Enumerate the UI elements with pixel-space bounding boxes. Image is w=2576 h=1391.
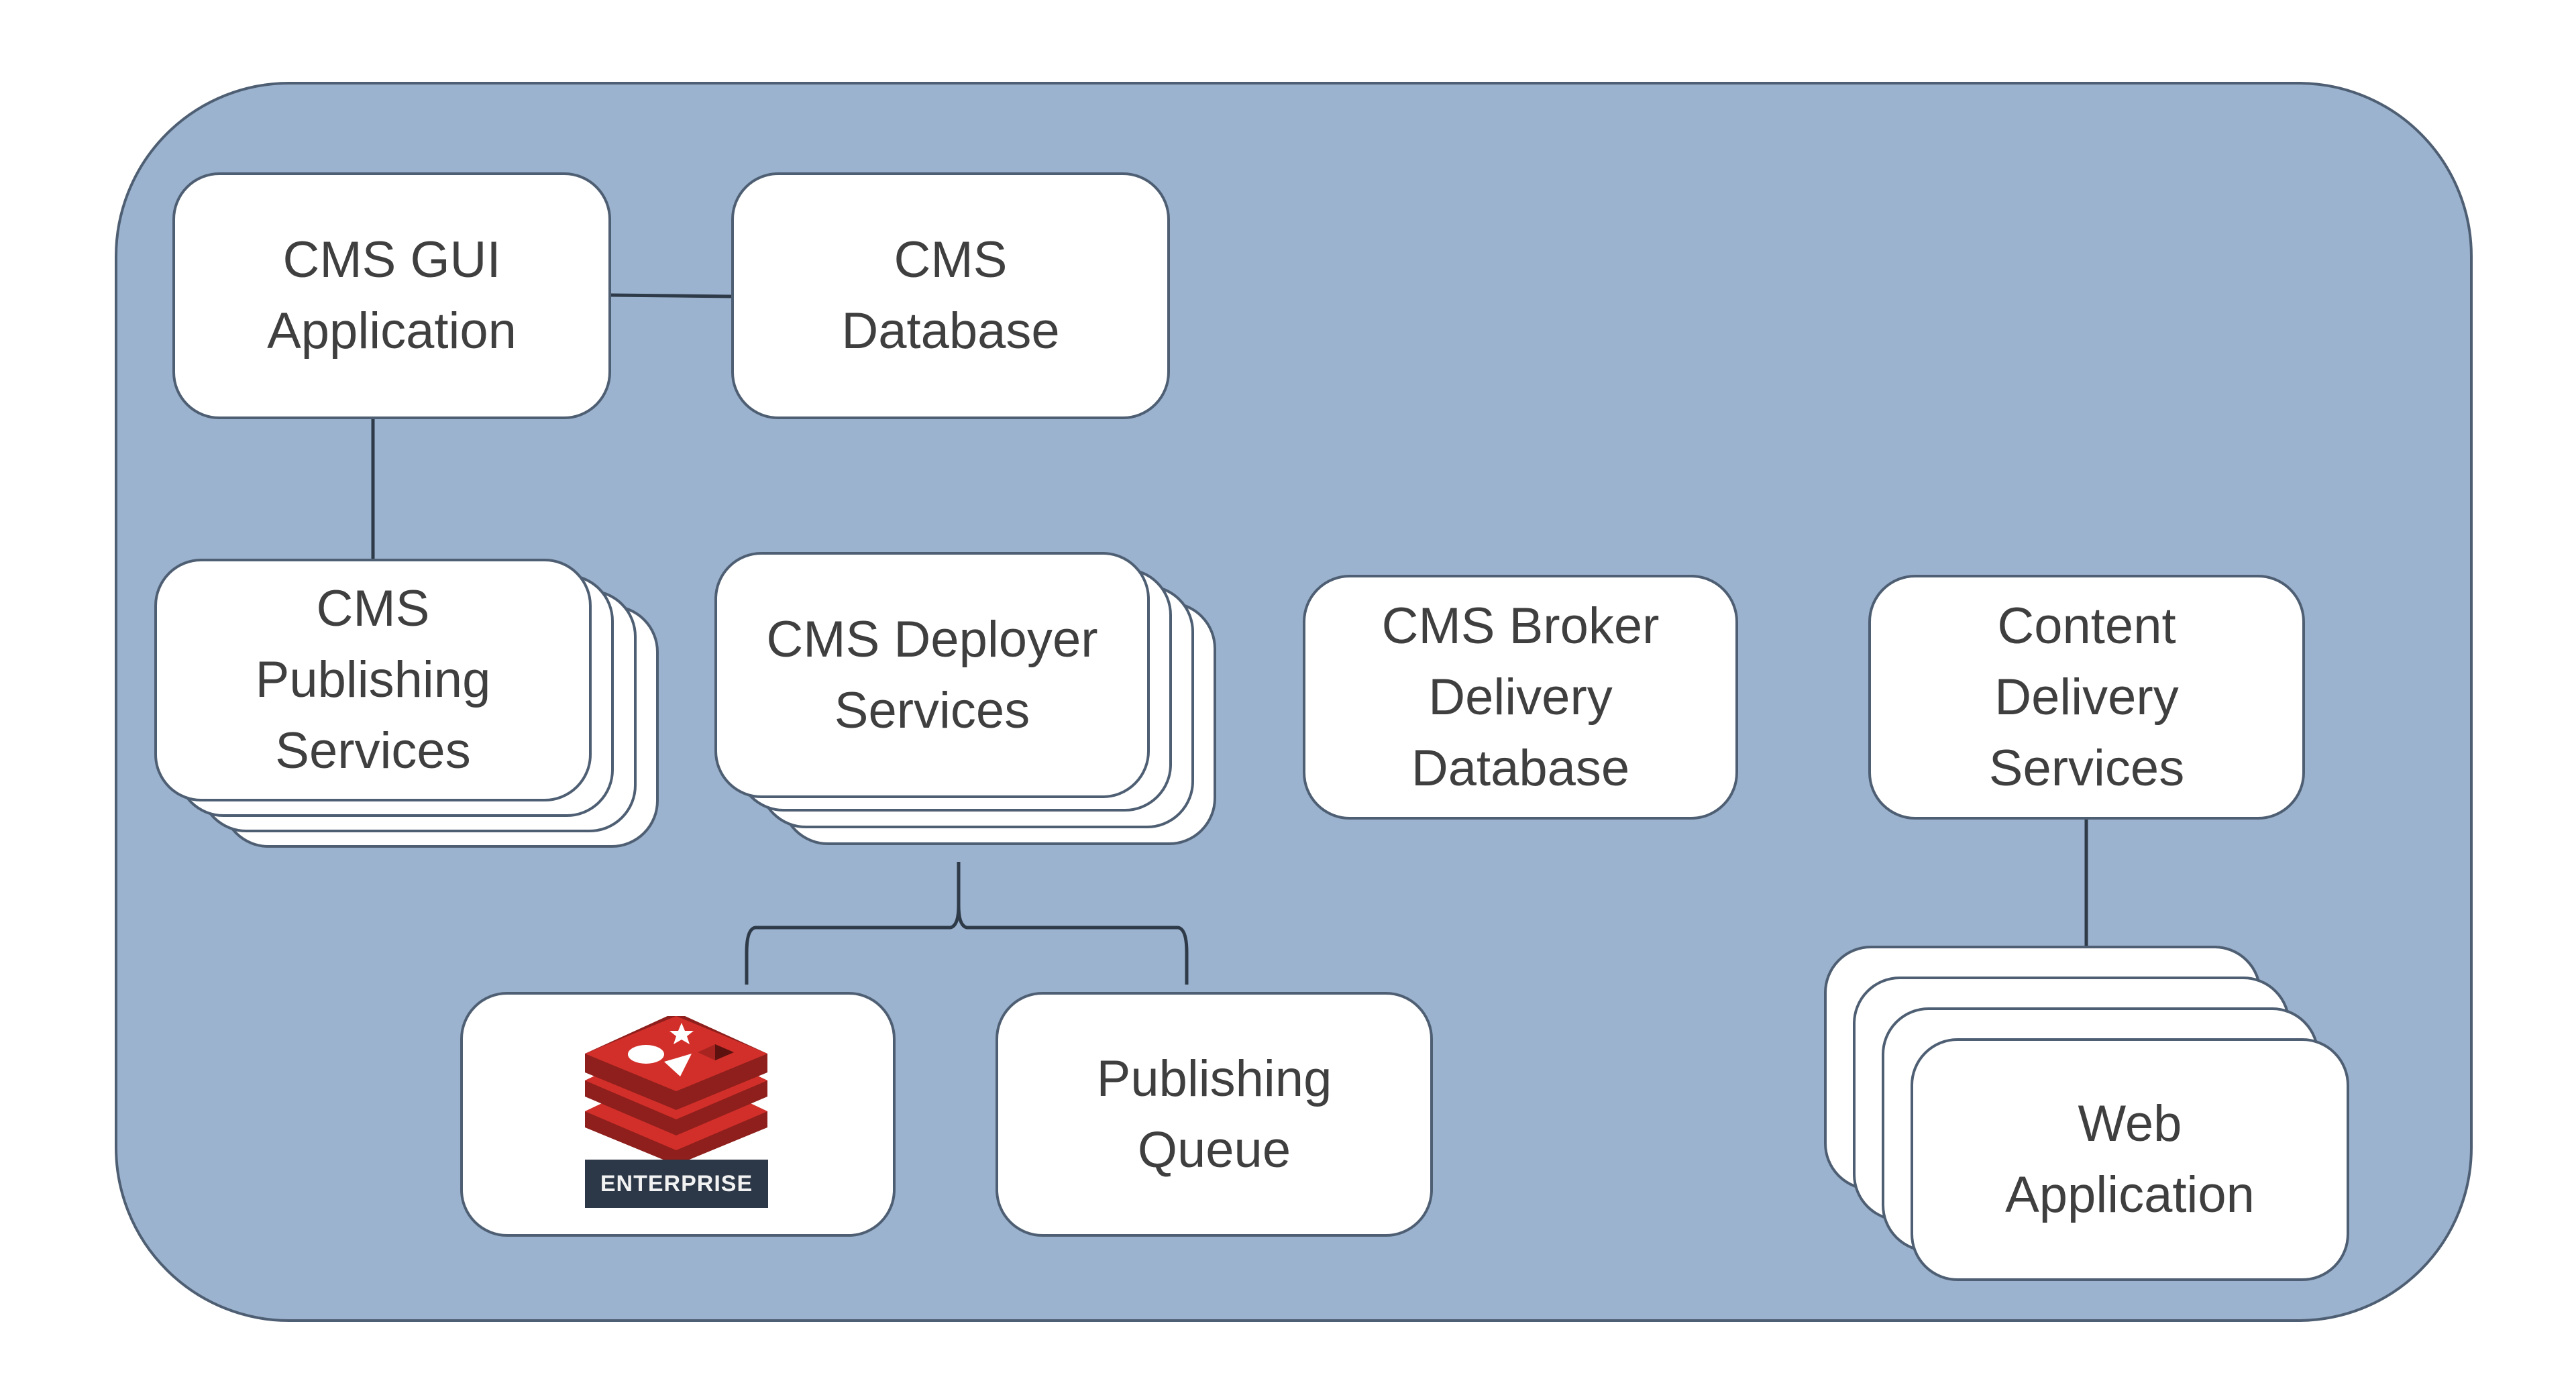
- cms-publishing-services-label: CMS Publishing Services: [255, 580, 491, 779]
- web-application-node[interactable]: Web Application: [1911, 1038, 2349, 1281]
- cms-deployer-services-node[interactable]: CMS Deployer Services: [714, 552, 1150, 798]
- content-delivery-services-node[interactable]: Content Delivery Services: [1868, 575, 2305, 820]
- cms-deployer-services-label: CMS Deployer Services: [766, 610, 1098, 739]
- cms-database-node[interactable]: CMS Database: [731, 172, 1170, 419]
- cms-database-label: CMS Database: [841, 231, 1060, 359]
- publishing-queue-label: Publishing Queue: [1096, 1050, 1332, 1178]
- cms-broker-delivery-database-node[interactable]: CMS Broker Delivery Database: [1303, 575, 1738, 820]
- cms-publishing-services-node[interactable]: CMS Publishing Services: [154, 559, 592, 801]
- web-application-label: Web Application: [2005, 1095, 2255, 1223]
- enterprise-badge: ENTERPRISE: [585, 1160, 768, 1208]
- cms-gui-application-node[interactable]: CMS GUI Application: [172, 172, 611, 419]
- cms-broker-delivery-database-label: CMS Broker Delivery Database: [1381, 597, 1660, 797]
- cms-gui-application-label: CMS GUI Application: [267, 231, 517, 359]
- redis-logo-icon: [585, 1016, 767, 1165]
- content-delivery-services-label: Content Delivery Services: [1988, 597, 2185, 797]
- publishing-queue-node[interactable]: Publishing Queue: [996, 992, 1433, 1237]
